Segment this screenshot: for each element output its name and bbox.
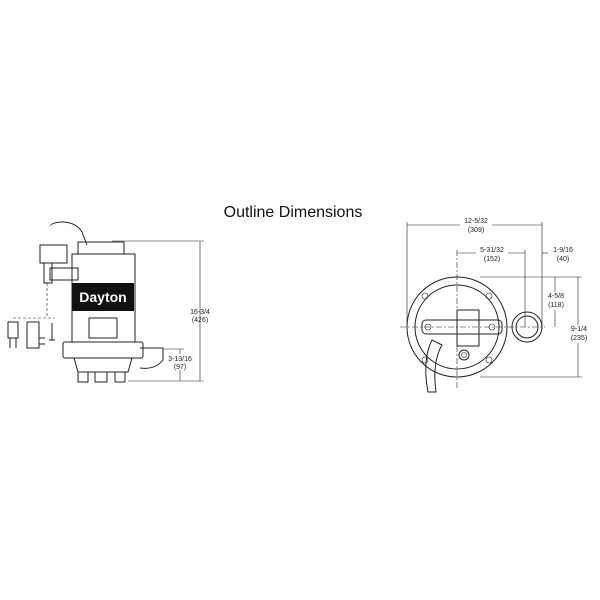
center-to-top-in: 4-5/8 xyxy=(548,293,564,300)
center-to-top-mm: (118) xyxy=(548,302,564,309)
pump-top-view xyxy=(400,222,582,393)
height-dim-mm: (426) xyxy=(192,317,208,324)
brand-label: Dayton xyxy=(79,289,126,305)
overall-depth-mm: (235) xyxy=(571,335,587,342)
center-to-discharge-mm: (152) xyxy=(484,256,500,263)
discharge-height-mm: (97) xyxy=(174,364,186,371)
discharge-height-in: 3-13/16 xyxy=(168,356,192,363)
center-to-discharge-in: 5-31/32 xyxy=(480,247,504,254)
discharge-offset-in: 1-9/16 xyxy=(553,247,573,254)
overall-width-in: 12-5/32 xyxy=(464,218,488,225)
discharge-offset-mm: (40) xyxy=(557,256,569,263)
height-dim-in: 16-3/4 xyxy=(190,309,210,316)
brand-plate xyxy=(72,283,134,311)
drawing-title: Outline Dimensions xyxy=(223,204,363,221)
overall-depth-in: 9-1/4 xyxy=(571,326,587,333)
overall-width-mm: (309) xyxy=(468,227,484,234)
pump-side-view: Dayton xyxy=(7,221,204,383)
